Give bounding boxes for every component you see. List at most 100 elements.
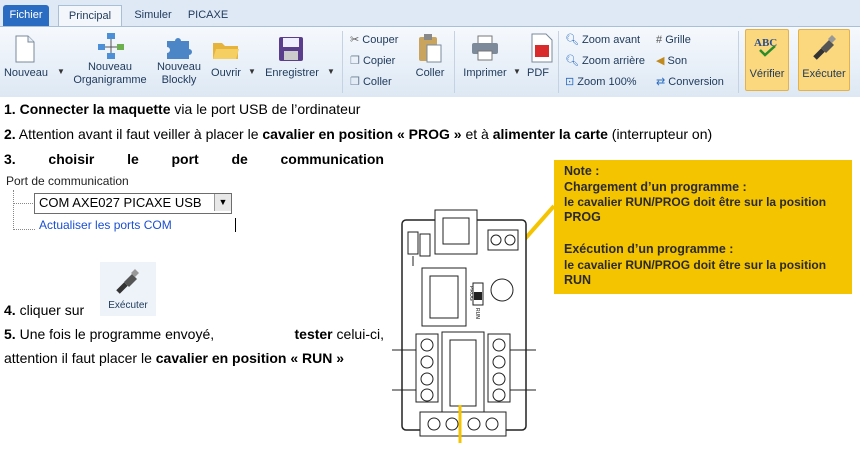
tree-line	[13, 190, 15, 230]
son-button[interactable]: ◀ Son	[656, 55, 687, 68]
zoom-arriere-button[interactable]: 🔍︎ Zoom arrière	[565, 55, 645, 68]
zoom-avant-button[interactable]: 🔍︎ Zoom avant	[565, 34, 640, 47]
screw	[492, 388, 506, 402]
screw	[427, 417, 441, 431]
step-2-number: 2.	[4, 126, 16, 142]
note-line-load: le cavalier RUN/PROG doit être sur la po…	[564, 195, 827, 209]
ribbon-toolbar: Nouveau ▼ Nouveau Organigramme Nouveau B…	[0, 26, 860, 97]
verifier-button[interactable]: ABC Vérifier	[745, 29, 789, 91]
couper-label: Couper	[362, 34, 399, 46]
bottom-terminal-block	[419, 411, 507, 437]
screw	[420, 355, 434, 369]
organigramme-label-2: Organigramme	[73, 74, 147, 86]
coller-small-button[interactable]: ❐ Coller	[350, 76, 392, 89]
nouveau-button[interactable]: Nouveau	[3, 67, 49, 79]
note-line-run-run: RUN	[564, 273, 592, 287]
note-heading-load: Chargement d’un programme :	[564, 180, 747, 194]
step-2-text-a: Attention avant il faut veiller à placer…	[15, 126, 263, 142]
zoom-avant-label: Zoom avant	[582, 34, 641, 46]
nouveau-organigramme-button[interactable]: Nouveau Organigramme	[70, 61, 150, 87]
screw	[492, 372, 506, 386]
copier-label: Copier	[362, 55, 396, 67]
ouvrir-button[interactable]: Ouvrir	[211, 67, 241, 79]
step-3-word: de	[231, 151, 248, 167]
step-2: 2. Attention avant il faut veiller à pla…	[4, 126, 712, 142]
port-label: Port de communication	[6, 174, 129, 188]
zoom-arriere-label: Zoom arrière	[582, 55, 645, 67]
step-1: 1. Connecter la maquette via le port USB…	[4, 101, 360, 117]
grille-label: Grille	[665, 34, 691, 46]
group-separator	[738, 31, 739, 93]
usb-plug-icon	[116, 269, 139, 294]
com-port-select[interactable]: COM AXE027 PICAXE USB ▼	[34, 193, 232, 214]
screw	[445, 417, 459, 431]
step-3-word: 3.	[4, 151, 16, 167]
ribbon: Fichier Principal Simuler PICAXE Nouveau…	[0, 0, 860, 97]
screw	[420, 372, 434, 386]
nouveau-blockly-button[interactable]: Nouveau Blockly	[150, 61, 208, 87]
zoom-100-label: Zoom 100%	[577, 76, 637, 88]
chevron-down-icon[interactable]: ▼	[327, 67, 335, 76]
conversion-label: Conversion	[668, 76, 724, 88]
spellcheck-icon: ABC	[754, 37, 777, 57]
zoom-in-icon: 🔍︎	[565, 34, 579, 46]
screw	[504, 234, 516, 246]
conversion-button[interactable]: ⇄ Conversion	[656, 76, 724, 89]
pdf-button[interactable]: PDF	[527, 67, 549, 79]
chevron-down-icon[interactable]: ▼	[214, 194, 231, 211]
tab-simuler[interactable]: Simuler	[134, 9, 172, 21]
ribbon-tabs: Fichier Principal Simuler PICAXE	[0, 0, 860, 27]
text-cursor	[235, 218, 236, 232]
step-2-bold-b: cavalier en position « PROG »	[262, 126, 462, 142]
step-2-bold-d: alimenter la carte	[492, 126, 608, 142]
svg-text:ABC: ABC	[754, 37, 777, 49]
step-5-tester-wrap: tester celui-ci,	[295, 326, 385, 342]
chevron-down-icon[interactable]: ▼	[248, 67, 256, 76]
conversion-icon: ⇄	[656, 76, 666, 88]
main-chip	[449, 339, 477, 407]
group-separator	[558, 31, 559, 93]
step-3: 3. choisir le port de communication	[4, 151, 384, 167]
jumper-cap	[474, 292, 482, 300]
usb-socket-inner	[442, 217, 470, 245]
zoom-out-icon: 🔍︎	[565, 55, 579, 67]
tab-fichier[interactable]: Fichier	[3, 5, 49, 26]
copier-button[interactable]: ❐ Copier	[350, 55, 395, 68]
note-line-run: le cavalier RUN/PROG doit être sur la po…	[564, 258, 827, 272]
step-2-text-c: et à	[461, 126, 493, 142]
imprimer-button[interactable]: Imprimer	[463, 67, 507, 79]
scissors-icon: ✂	[350, 34, 360, 46]
grille-button[interactable]: # Grille	[656, 34, 691, 47]
step-5-text-a: Une fois le programme envoyé,	[15, 326, 215, 342]
board-label-prog: PROG	[468, 286, 474, 301]
step-3-word: communication	[280, 151, 384, 167]
step-3-word: le	[127, 151, 139, 167]
zoom-100-icon: ⊡	[565, 76, 575, 88]
board-label-run: RUN	[474, 308, 480, 319]
step-3-word: port	[171, 151, 199, 167]
step-5-line-2: attention il faut placer le cavalier en …	[4, 350, 344, 366]
enregistrer-button[interactable]: Enregistrer	[265, 67, 319, 79]
blockly-label-1: Nouveau	[156, 61, 202, 73]
step-5-text-d: attention il faut placer le	[4, 350, 156, 366]
executer-button[interactable]: Exécuter	[798, 29, 850, 91]
couper-button[interactable]: ✂ Couper	[350, 34, 398, 47]
group-separator	[454, 31, 455, 93]
tab-picaxe[interactable]: PICAXE	[187, 9, 229, 21]
refresh-ports-link[interactable]: Actualiser les ports COM	[39, 218, 172, 232]
flowchart-icon	[98, 33, 124, 59]
coller-button[interactable]: Coller	[415, 67, 445, 79]
tab-principal[interactable]: Principal	[58, 5, 122, 27]
screw	[485, 417, 499, 431]
step-5-bold-run: cavalier en position « RUN »	[155, 350, 345, 366]
verifier-label: Vérifier	[749, 68, 785, 80]
zoom-100-button[interactable]: ⊡ Zoom 100%	[565, 76, 637, 89]
resistor	[407, 231, 419, 255]
chevron-down-icon[interactable]: ▼	[513, 67, 521, 76]
blockly-label-2: Blockly	[161, 74, 197, 86]
executer-icon-image: Exécuter	[100, 262, 156, 316]
small-chip	[429, 275, 459, 319]
chevron-down-icon[interactable]: ▼	[57, 67, 65, 76]
screw	[492, 338, 506, 352]
copy-icon: ❐	[350, 55, 360, 67]
